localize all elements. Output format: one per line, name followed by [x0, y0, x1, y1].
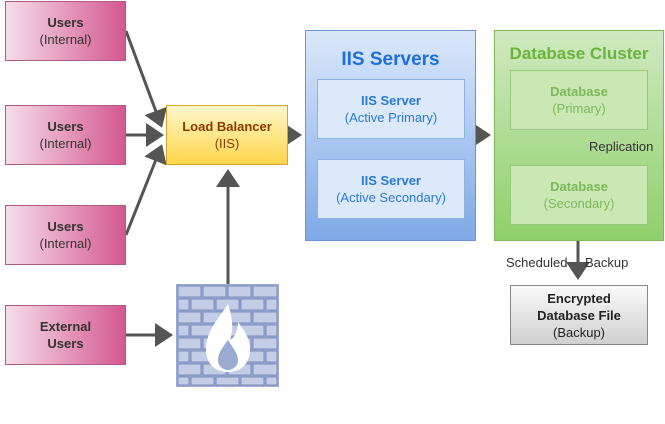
arrow-users1-lb	[124, 30, 168, 128]
iis-server-primary-node: IIS Server (Active Primary)	[317, 79, 465, 139]
node-subtitle: (Secondary)	[543, 196, 615, 211]
load-balancer-node: Load Balancer (IIS)	[166, 105, 288, 165]
node-title: Users	[47, 15, 84, 30]
node-subtitle: (Active Secondary)	[336, 190, 446, 205]
node-subtitle: (Internal)	[39, 136, 92, 151]
replication-label: Replication	[589, 139, 654, 154]
node-subtitle: (Backup)	[552, 324, 606, 340]
iis-server-secondary-node: IIS Server (Active Secondary)	[317, 159, 465, 219]
node-subtitle: (Active Primary)	[344, 110, 438, 125]
node-title: Database	[550, 84, 608, 99]
database-secondary-node: Database (Secondary)	[510, 165, 648, 225]
node-title-line1: Encrypted	[547, 290, 611, 306]
external-users-node: External Users	[5, 305, 126, 365]
node-title-line2: Database File	[537, 307, 621, 323]
node-subtitle: (Internal)	[39, 32, 92, 47]
users-internal-node-2: Users (Internal)	[5, 105, 126, 165]
scheduled-label: Scheduled	[506, 255, 568, 270]
users-internal-node-1: Users (Internal)	[5, 1, 126, 61]
backup-label: Backup	[585, 255, 629, 270]
node-subtitle: (Internal)	[39, 236, 92, 251]
users-internal-node-3: Users (Internal)	[5, 205, 126, 265]
iis-servers-title: IIS Servers	[341, 49, 440, 70]
database-cluster-title: Database Cluster	[509, 44, 649, 63]
node-title: Load Balancer	[182, 119, 272, 134]
node-title: Users	[47, 119, 84, 134]
node-title: IIS Server	[361, 173, 421, 188]
node-subtitle: (Primary)	[552, 101, 606, 116]
arrow-users3-lb	[124, 144, 167, 236]
node-title: IIS Server	[361, 93, 421, 108]
node-title: Users	[47, 219, 84, 234]
encrypted-backup-node: Encrypted Database File (Backup)	[510, 285, 648, 345]
node-title: Database	[550, 179, 608, 194]
firewall-icon	[176, 284, 279, 387]
node-title-line1: External	[39, 319, 92, 334]
node-title-line2: Users	[47, 336, 84, 351]
node-subtitle: (IIS)	[214, 136, 240, 151]
database-primary-node: Database (Primary)	[510, 70, 648, 130]
